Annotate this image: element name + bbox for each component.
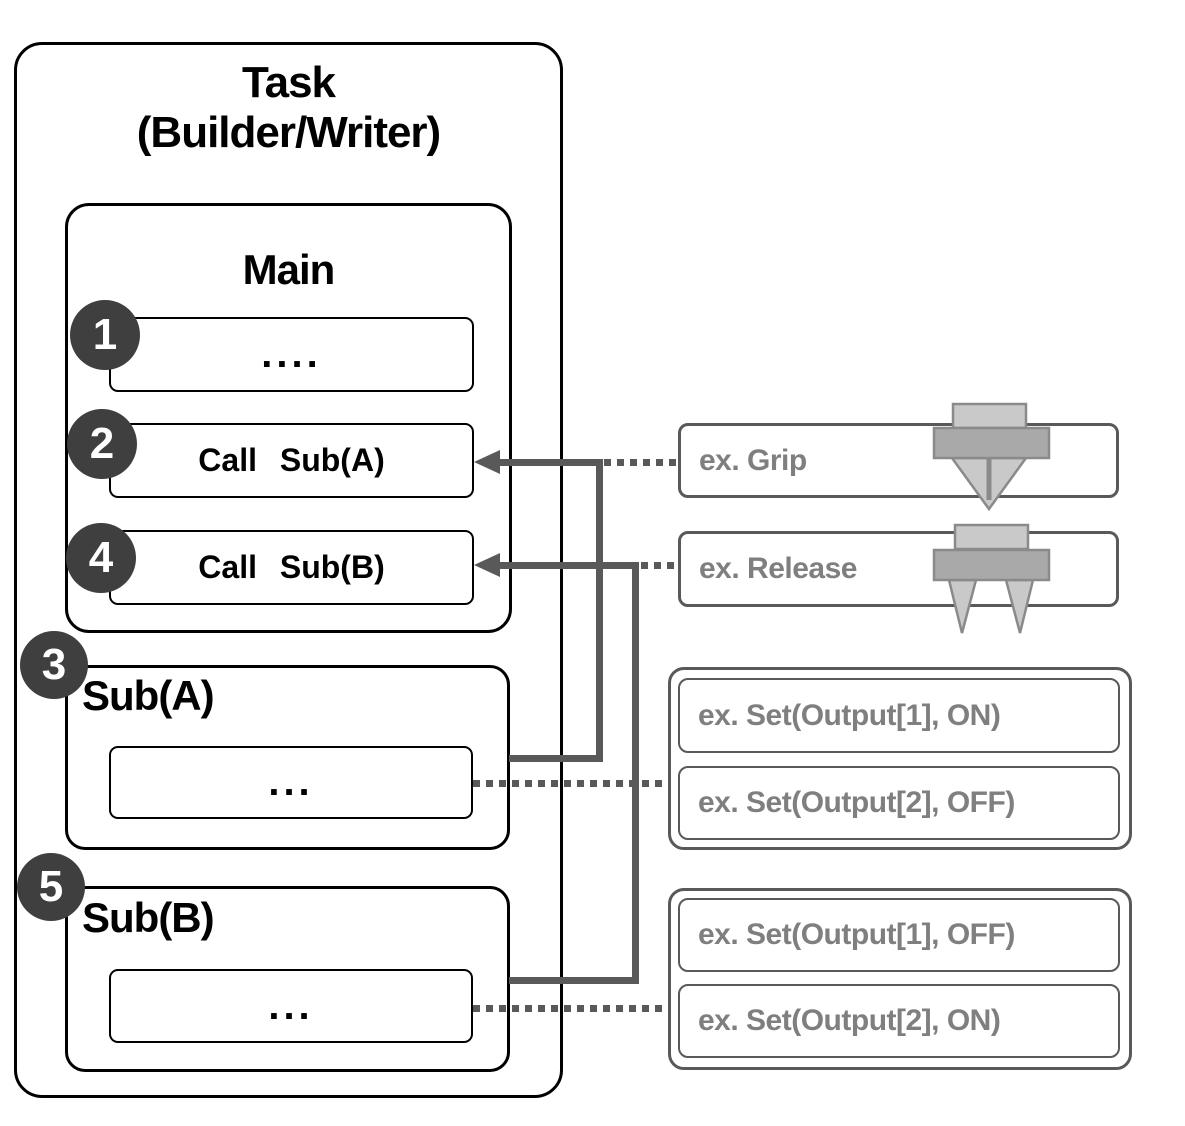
arrowhead-call-sub-a xyxy=(474,450,500,474)
sub-a-body-box: ... xyxy=(109,746,473,819)
sub-b-body-box: ... xyxy=(109,969,473,1043)
step-circle-3: 3 xyxy=(20,631,88,699)
example-set-b2-box: ex. Set(Output[2], ON) xyxy=(678,984,1120,1058)
example-set-a1-box: ex. Set(Output[1], ON) xyxy=(678,678,1120,753)
sub-b-title: Sub(B) xyxy=(82,894,215,941)
main-title: Main xyxy=(242,246,336,293)
task-title-line2: (Builder/Writer) xyxy=(136,108,441,157)
step-circle-5: 5 xyxy=(17,853,85,921)
task-title-line1: Task xyxy=(241,58,336,107)
step-circle-4: 4 xyxy=(66,523,136,593)
sub-a-title: Sub(A) xyxy=(82,672,215,719)
connector-a-vertical xyxy=(596,459,603,761)
step-box-call-sub-b: Call Sub(B) xyxy=(109,530,474,605)
dotted-sub-b-link xyxy=(473,1005,668,1012)
connector-b-top xyxy=(497,562,639,569)
connector-b-vertical xyxy=(632,562,639,983)
example-set-b1-box: ex. Set(Output[1], OFF) xyxy=(678,898,1120,972)
gripper-closed-icon xyxy=(930,400,1054,514)
arrowhead-call-sub-b xyxy=(474,553,500,577)
example-grip-box: ex. Grip xyxy=(678,423,1119,498)
task-title: Task (Builder/Writer) xyxy=(14,58,563,158)
connector-a-top xyxy=(497,459,603,466)
gripper-open-icon xyxy=(930,521,1054,637)
step-circle-2: 2 xyxy=(67,409,137,479)
step-box-dots: .... xyxy=(109,317,474,392)
example-set-a2-box: ex. Set(Output[2], OFF) xyxy=(678,766,1120,840)
dotted-grip-link xyxy=(604,459,678,466)
dotted-sub-a-link xyxy=(473,780,668,787)
connector-b-bottom xyxy=(509,977,639,984)
dotted-release-link xyxy=(641,562,678,569)
step-circle-1: 1 xyxy=(70,300,140,370)
connector-a-bottom xyxy=(509,755,603,762)
step-box-call-sub-a: Call Sub(A) xyxy=(109,423,474,498)
